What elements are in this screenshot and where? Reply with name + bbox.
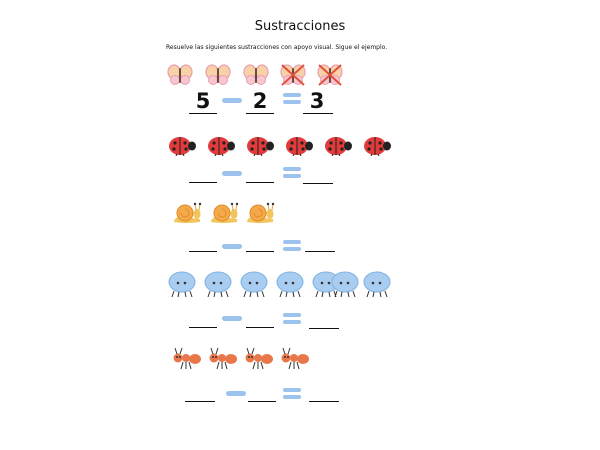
blue-beetle-icon xyxy=(240,271,268,298)
ant-icon xyxy=(209,347,237,370)
minus-sign-icon xyxy=(222,171,242,176)
answer-blank xyxy=(303,113,333,114)
answer-blank[interactable] xyxy=(248,401,276,402)
butterfly-icon xyxy=(205,64,231,85)
minus-sign-icon xyxy=(222,98,242,103)
butterfly-icon xyxy=(243,64,269,85)
ladybug-icon xyxy=(325,137,352,156)
ant-icon xyxy=(245,347,273,370)
ant-icon xyxy=(173,347,201,370)
equals-sign-icon xyxy=(283,167,301,178)
answer-blank xyxy=(246,113,274,114)
blue-beetle-icon xyxy=(363,271,391,298)
snail-icon xyxy=(174,202,202,223)
answer-blank[interactable] xyxy=(189,182,217,183)
exercise-row-1: 5 2 3 xyxy=(0,64,600,120)
exercise-row-4 xyxy=(0,270,600,330)
ladybug-icon xyxy=(208,137,235,156)
ladybug-icon xyxy=(247,137,274,156)
answer-blank[interactable] xyxy=(246,327,274,328)
blue-beetle-icon xyxy=(168,271,196,298)
answer-blank[interactable] xyxy=(246,182,274,183)
exercise-row-3 xyxy=(0,201,600,253)
answer-blank xyxy=(189,113,217,114)
example-subtrahend: 2 xyxy=(252,89,268,113)
minus-sign-icon xyxy=(226,391,246,396)
example-result: 3 xyxy=(309,89,325,113)
butterfly-icon xyxy=(167,64,193,85)
equals-sign-icon xyxy=(283,313,301,324)
answer-blank[interactable] xyxy=(309,401,339,402)
page-title: Sustracciones xyxy=(254,19,346,34)
equals-sign-icon xyxy=(283,388,301,399)
ladybug-icon xyxy=(364,137,391,156)
answer-blank[interactable] xyxy=(189,327,217,328)
minus-sign-icon xyxy=(222,316,242,321)
snail-icon xyxy=(247,202,275,223)
snail-icon xyxy=(211,202,239,223)
crossed-butterfly-icon xyxy=(280,64,306,86)
equals-sign-icon xyxy=(283,240,301,251)
blue-beetle-icon xyxy=(204,271,232,298)
instructions-text: Resuelve las siguientes sustracciones co… xyxy=(166,44,388,51)
minus-sign-icon xyxy=(222,244,242,249)
blue-beetle-icon xyxy=(276,271,304,298)
answer-blank[interactable] xyxy=(309,328,339,329)
equals-sign-icon xyxy=(283,93,301,104)
answer-blank[interactable] xyxy=(189,251,217,252)
ladybug-icon xyxy=(169,137,196,156)
ant-icon xyxy=(281,347,309,370)
exercise-row-5 xyxy=(0,345,600,405)
exercise-row-2 xyxy=(0,134,600,186)
example-minuend: 5 xyxy=(195,89,211,113)
blue-beetle-icon xyxy=(331,271,359,298)
crossed-butterfly-icon xyxy=(317,64,343,86)
answer-blank[interactable] xyxy=(305,251,335,252)
answer-blank[interactable] xyxy=(303,183,333,184)
answer-blank[interactable] xyxy=(185,401,215,402)
answer-blank[interactable] xyxy=(246,251,274,252)
ladybug-icon xyxy=(286,137,313,156)
